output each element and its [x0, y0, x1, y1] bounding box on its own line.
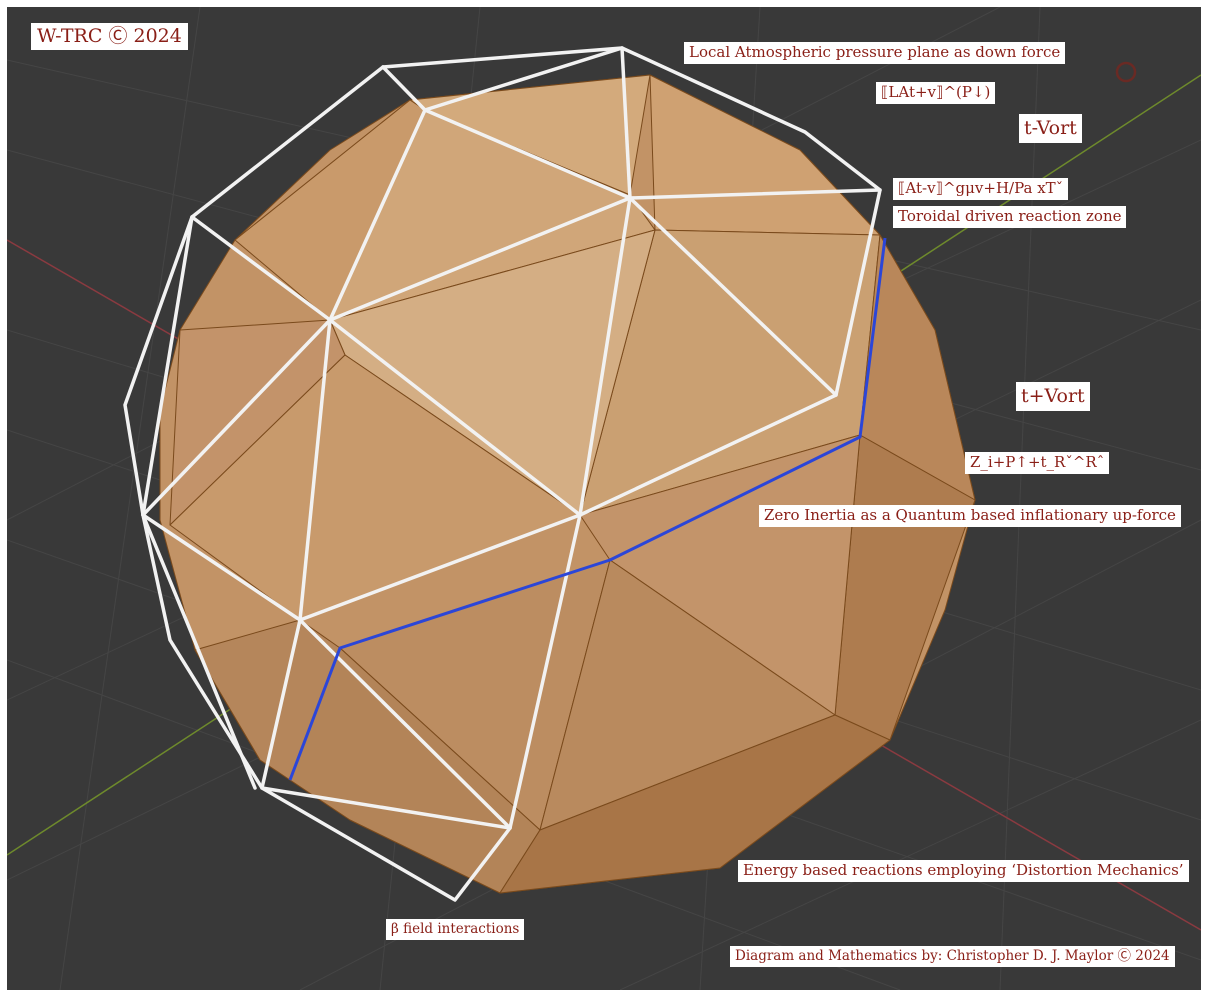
credit-label: Diagram and Mathematics by: Christopher … — [730, 946, 1175, 967]
scene — [7, 7, 1201, 990]
t-minus-vort-label: t-Vort — [1019, 114, 1082, 143]
t-plus-vort-label: t+Vort — [1016, 382, 1090, 411]
beta-field-label: β field interactions — [386, 919, 524, 940]
local-atmospheric-label: Local Atmospheric pressure plane as down… — [684, 42, 1065, 64]
at-formula-label: ⟦At-v⟧^gμv+H/Pa xTˇ — [893, 178, 1068, 200]
lat-formula-label: ⟦LAt+v⟧^(P↓) — [876, 82, 995, 104]
brand-label: W-TRC Ⓒ 2024 — [31, 23, 188, 50]
3d-viewport[interactable] — [7, 7, 1201, 990]
energy-based-label: Energy based reactions employing ‘Distor… — [738, 860, 1189, 882]
toroidal-zone-label: Toroidal driven reaction zone — [893, 206, 1126, 228]
origin-marker-icon — [1117, 63, 1135, 81]
z-formula-label: Z_i+P↑+t_Rˇ^Rˆ — [965, 452, 1109, 474]
zero-inertia-label: Zero Inertia as a Quantum based inflatio… — [759, 505, 1181, 527]
polyhedron — [160, 75, 975, 893]
